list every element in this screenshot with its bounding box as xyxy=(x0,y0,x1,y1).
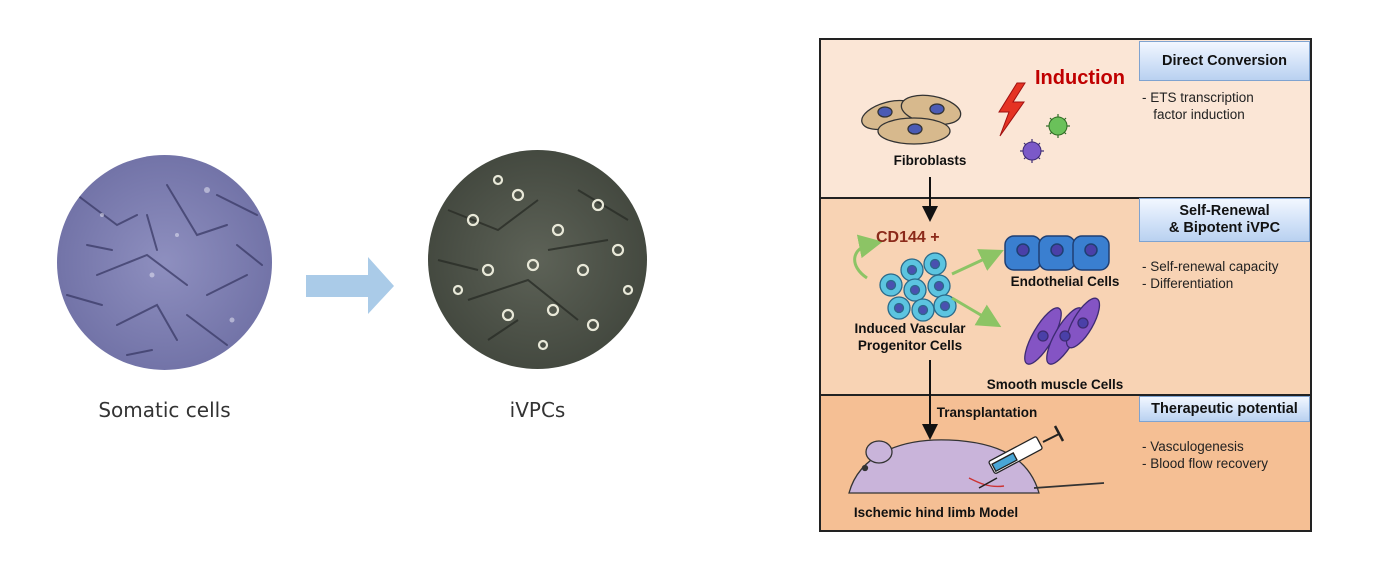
ivpcs-label: iVPCs xyxy=(509,398,566,422)
self-renewal-arrow-icon xyxy=(853,234,883,280)
right-arrow-icon xyxy=(306,257,394,317)
bullet-ets-2: factor induction xyxy=(1142,107,1245,122)
transplantation-label: Transplantation xyxy=(936,405,1038,420)
bullet-blood-flow: - Blood flow recovery xyxy=(1142,456,1269,471)
bullet-vasculogenesis: - Vasculogenesis xyxy=(1142,439,1244,454)
syringe-icon xyxy=(978,425,1065,489)
somatic-cells-micrograph xyxy=(57,155,272,370)
endothelial-cells-label: Endothelial Cells xyxy=(1010,274,1120,289)
induction-label: Induction xyxy=(1035,67,1125,89)
fibroblast-cells-icon xyxy=(861,94,962,145)
cd144-label: CD144 + xyxy=(876,229,940,246)
virus-green-icon xyxy=(1046,114,1070,138)
diagram-illustration xyxy=(848,82,1110,494)
lightning-icon xyxy=(998,82,1026,137)
smooth-muscle-label: Smooth muscle Cells xyxy=(986,377,1124,392)
ivpc-micrograph xyxy=(428,150,647,369)
endothelial-cells-icon xyxy=(1004,235,1110,271)
header-therapeutic: Therapeutic potential xyxy=(1139,396,1310,422)
fibroblasts-label: Fibroblasts xyxy=(893,153,967,168)
model-label: Ischemic hind limb Model xyxy=(853,505,1019,520)
ivpc-cells-label: Induced Vascular Progenitor Cells xyxy=(854,321,966,353)
bullet-self-renewal: - Self-renewal capacity xyxy=(1142,259,1279,274)
virus-purple-icon xyxy=(1020,139,1044,163)
smooth-muscle-cells-icon xyxy=(1024,297,1101,365)
bullet-ets-1: - ETS transcription xyxy=(1142,90,1254,105)
ivpc-cluster-icon xyxy=(879,252,957,322)
header-direct-conversion: Direct Conversion xyxy=(1139,41,1310,81)
header-self-renewal: Self-Renewal & Bipotent iVPC xyxy=(1139,198,1310,242)
mouse-icon xyxy=(848,439,1105,494)
bullet-differentiation: - Differentiation xyxy=(1142,276,1234,291)
somatic-cells-label: Somatic cells xyxy=(98,398,231,422)
